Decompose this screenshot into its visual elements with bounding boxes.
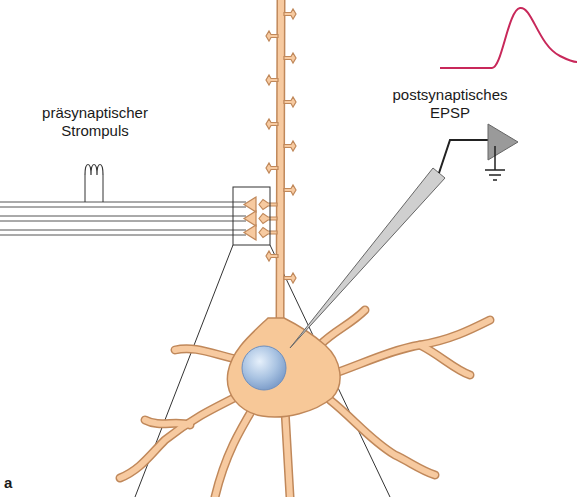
panel-letter: a	[4, 474, 24, 492]
soma	[227, 318, 340, 417]
dendritic-spines	[259, 9, 296, 283]
ground-symbol	[485, 146, 505, 180]
nucleus	[242, 346, 286, 390]
recording-electrode	[290, 168, 445, 348]
dendrites	[120, 0, 490, 497]
stimulus-label: präsynaptischer Strompuls	[20, 104, 170, 140]
zoom-box	[233, 187, 270, 245]
presynaptic-boutons	[244, 197, 256, 240]
epsp-trace	[440, 8, 577, 68]
stimulation-coil	[85, 165, 103, 176]
presynaptic-fibers	[0, 202, 246, 235]
electrode-wire	[439, 140, 488, 173]
recording-label: postsynaptisches EPSP	[375, 86, 525, 122]
amplifier-symbol	[488, 124, 518, 160]
